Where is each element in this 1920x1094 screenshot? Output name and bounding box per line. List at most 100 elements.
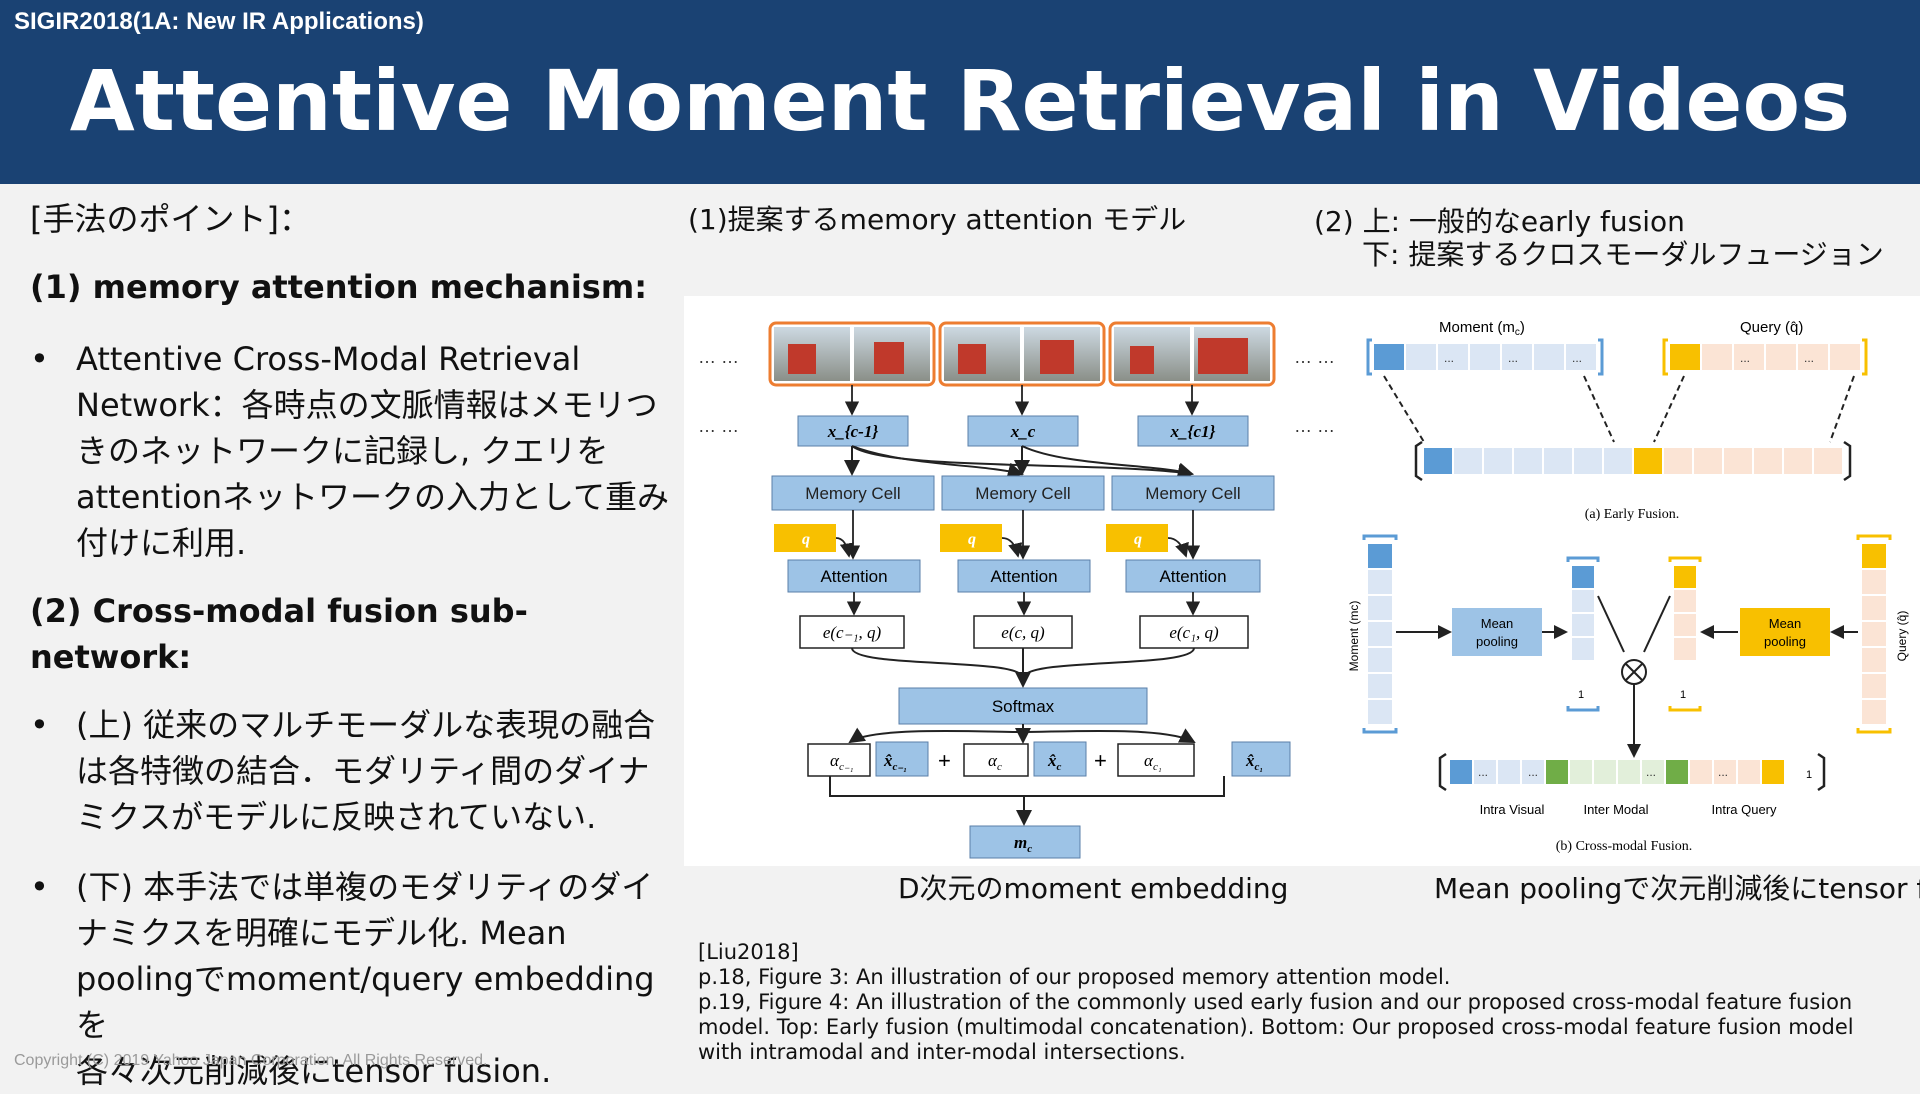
fusion-diagram: Moment (mc) Query (q̂) ... ... ... ... .… [1347, 319, 1909, 854]
svg-text:...: ... [1718, 765, 1728, 779]
cross-fusion-vector: 1 [1450, 760, 1812, 784]
score-label-curr: e(c, q) [1001, 623, 1045, 642]
bullet-item: Attentive Cross-Modal Retrieval Network：… [30, 336, 670, 566]
attention-box [1125, 559, 1261, 593]
fig1-bottom-caption: D次元のmoment embedding [898, 872, 1289, 905]
mean-pooling-label: Mean [1769, 616, 1802, 631]
score-box [973, 615, 1073, 649]
mean-pooling-moment [1452, 608, 1542, 656]
memory-cell-curr [941, 475, 1105, 511]
fig2-title-line1: (2) 上: 一般的なearly fusion [1314, 205, 1685, 238]
xhat-box-prev [875, 741, 929, 777]
bullet-line: 付けに利用. [76, 524, 247, 562]
plus-sign: + [1094, 748, 1107, 773]
query-box [940, 524, 1002, 552]
video-frame-thumbnails [774, 327, 1270, 381]
early-fusion-query-vector [1670, 344, 1860, 370]
vector-brackets [1566, 556, 1600, 712]
alpha-box-curr [963, 743, 1029, 777]
title-bar: SIGIR2018(1A: New IR Applications) Atten… [0, 0, 1920, 184]
reference-line: p.18, Figure 3: An illustration of our p… [698, 965, 1451, 989]
points-heading: [手法のポイント]： [30, 200, 311, 238]
concat-brackets [1414, 440, 1852, 482]
svg-text:1: 1 [1578, 689, 1584, 701]
bullet-line: attentionネットワークの入力として重み [76, 478, 670, 516]
method-points: [手法のポイント]： (1) memory attention mechanis… [30, 196, 670, 1094]
svg-text:...: ... [1528, 765, 1538, 779]
alpha-box-next [1117, 743, 1195, 777]
tensor-product-symbol [1597, 595, 1671, 758]
alpha-label: αc [988, 751, 1002, 773]
query-label: q [968, 531, 976, 548]
ellipsis-right-mid: … … [1294, 416, 1335, 436]
fig2-bottom-caption: Mean poolingで次元削減後にtensor fusion [1434, 872, 1920, 905]
fusion-figure: Moment (mc) Query (q̂) ... ... ... ... .… [1344, 296, 1920, 866]
bullet-line: きのネットワークに記録し, クエリを [76, 432, 609, 470]
vector-dots: ... ... ... ... [1478, 765, 1728, 779]
conference-label: SIGIR2018(1A: New IR Applications) [14, 8, 424, 35]
ellipsis-right-top: … … [1294, 347, 1335, 367]
intra-query-label: Intra Query [1711, 802, 1777, 817]
alpha-label: αc₁ [1144, 751, 1162, 773]
cross-fusion-caption: (b) Cross-modal Fusion. [1556, 839, 1693, 854]
copyright: Copyright (C) 2019 Yahoo Japan Corporati… [14, 1052, 488, 1069]
x-label-next: x_{c1} [1170, 422, 1216, 441]
mean-pooling-label: pooling [1764, 634, 1806, 649]
fig2-title-line2: 下: 提案するクロスモーダルフュージョン [1362, 238, 1884, 271]
softmax-label: Softmax [992, 697, 1055, 716]
score-box [1139, 615, 1249, 649]
reference-line: with intramodal and inter-modal intersec… [698, 1040, 1186, 1064]
vector-brackets [1668, 556, 1702, 712]
reference-tag: [Liu2018] [698, 940, 799, 964]
moment-vertical-vector [1368, 544, 1392, 724]
alpha-label: αc₋₁ [830, 751, 854, 773]
attention-label: Attention [1159, 567, 1226, 586]
score-label-prev: e(c₋₁, q) [823, 623, 882, 642]
bullet-line: poolingでmoment/query embeddingを [76, 960, 655, 1044]
vector-brackets [1362, 534, 1398, 734]
x-label-curr: x_c [1010, 422, 1036, 441]
intra-visual-label: Intra Visual [1480, 802, 1545, 817]
memory-cell-next [1111, 475, 1275, 511]
svg-text:...: ... [1478, 765, 1488, 779]
memory-cell-label: Memory Cell [1145, 484, 1240, 503]
moment-embedding-box [969, 825, 1081, 859]
query-vertical-vector [1862, 544, 1886, 724]
bullet-line: は各特徴の結合．モダリティ間のダイナ [76, 752, 650, 790]
bullet-line: ナミクスを明確にモデル化. Mean [76, 914, 567, 952]
x-box-curr [967, 415, 1079, 447]
softmax-merge-lines [851, 647, 1195, 688]
attention-arrows [835, 510, 1201, 560]
xhat-box-next [1231, 741, 1291, 777]
frame-arrows [844, 385, 1200, 416]
bullet-list-2: (上) 従来のマルチモーダルな表現の融合 は各特徴の結合．モダリティ間のダイナ … [30, 702, 670, 1094]
memory-connections [844, 445, 1194, 480]
x-label-prev: x_{c-1} [827, 422, 879, 441]
memory-attention-figure: … … … … … … … … x_{c-1} x_c x_{c1} Memor… [684, 296, 1344, 866]
early-fusion-caption: (a) Early Fusion. [1585, 507, 1679, 522]
memory-cell-label: Memory Cell [975, 484, 1070, 503]
reference-line: model. Top: Early fusion (multimodal con… [698, 1015, 1854, 1039]
query-label: Query (q̂) [1740, 319, 1803, 336]
query-label: q [802, 531, 810, 548]
xhat-box-curr [1033, 741, 1087, 777]
vector-dots: ... ... ... ... ... [1444, 351, 1814, 365]
inter-modal-label: Inter Modal [1583, 802, 1648, 817]
svg-text:...: ... [1804, 351, 1814, 365]
moment-label: Moment (mc) [1439, 319, 1525, 338]
attention-label: Attention [990, 567, 1057, 586]
vector-brackets [1366, 338, 1604, 376]
svg-text:...: ... [1646, 765, 1656, 779]
svg-text:1: 1 [1806, 769, 1812, 781]
alpha-arrows [850, 724, 1196, 742]
alpha-box-prev [807, 743, 871, 777]
score-label-next: e(c₁, q) [1169, 623, 1219, 642]
attention-box [957, 559, 1091, 593]
svg-text:...: ... [1740, 351, 1750, 365]
bullet-line: Network：各時点の文脈情報はメモリつ [76, 386, 658, 424]
mean-pooling-label: Mean [1481, 616, 1514, 631]
bullet-line: ミクスがモデルに反映されていない. [76, 798, 597, 836]
concat-lines [1383, 375, 1855, 443]
side-moment-label: Moment (mc) [1347, 601, 1361, 672]
moment-embedding-label: mc [1014, 833, 1032, 855]
